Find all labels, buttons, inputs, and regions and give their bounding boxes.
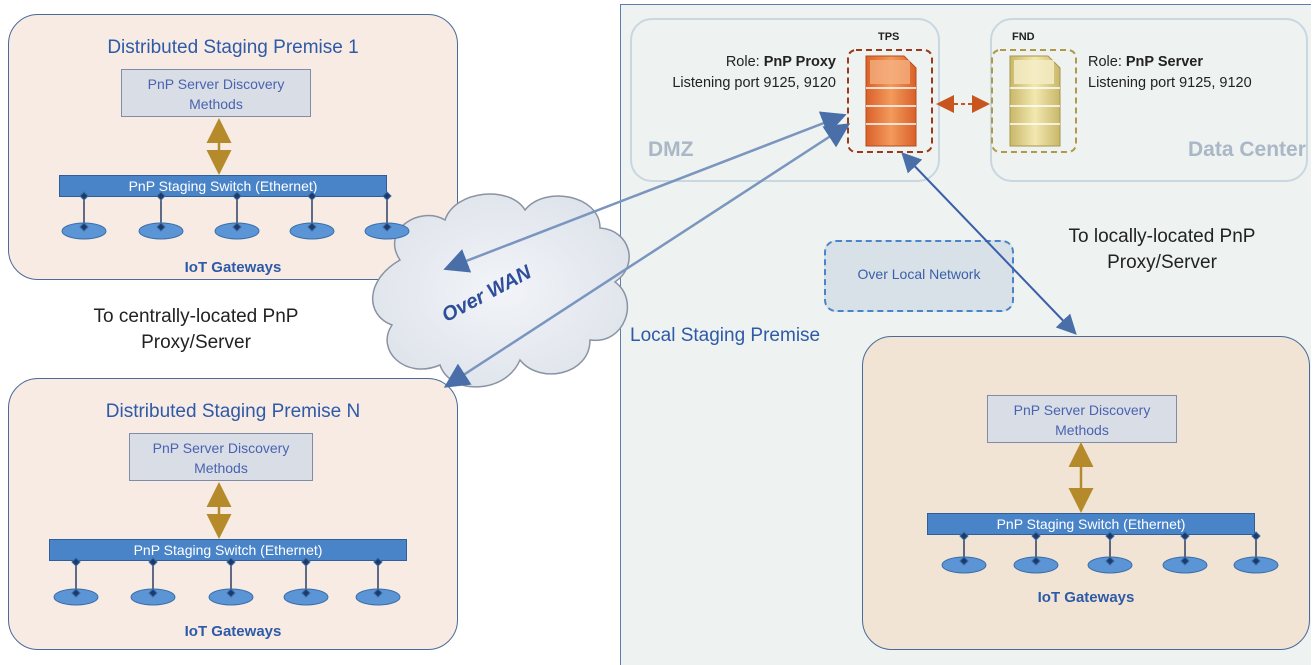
tps-label: TPS — [878, 31, 900, 43]
tps-server-icon — [847, 49, 933, 153]
local-discovery-box: PnP Server Discovery Methods — [987, 395, 1177, 443]
fnd-role-text: Role: PnP Server Listening port 9125, 91… — [1088, 52, 1288, 94]
premise-1-title: Distributed Staging Premise 1 — [107, 37, 359, 58]
tps-role-text: Role: PnP Proxy Listening port 9125, 912… — [640, 52, 836, 94]
fnd-role-prefix: Role: — [1088, 54, 1126, 70]
premise-1-switch: PnP Staging Switch (Ethernet) — [59, 175, 387, 197]
fnd-server-icon — [991, 49, 1077, 153]
fnd-label: FND — [1012, 31, 1035, 43]
premise-n-gateway-group — [53, 557, 401, 606]
wan-link-premise-n — [443, 123, 851, 388]
local-network-link — [901, 152, 1077, 335]
fnd-ports: Listening port 9125, 9120 — [1088, 75, 1252, 91]
premise-n-gateways-label: IoT Gateways — [184, 623, 282, 640]
tps-role-prefix: Role: — [725, 54, 764, 70]
fnd-role-value: PnP Server — [1125, 54, 1204, 70]
datacenter-label: Data Center — [1188, 138, 1306, 161]
local-switch: PnP Staging Switch (Ethernet) — [927, 513, 1255, 535]
premise-1-gateways-label: IoT Gateways — [184, 259, 282, 276]
premise-1-discovery-box: PnP Server Discovery Methods — [121, 69, 311, 117]
local-gateways-label: IoT Gateways — [1037, 589, 1135, 606]
to-central-text: To centrally-located PnP Proxy/Server — [93, 306, 299, 353]
to-local-text: To locally-located PnP Proxy/Server — [1068, 226, 1256, 273]
premise-1-gateway-group — [61, 191, 410, 240]
tps-role-value: PnP Proxy — [763, 54, 836, 70]
premise-n-title: Distributed Staging Premise N — [105, 401, 361, 422]
local-gateway-group — [941, 531, 1279, 574]
tps-ports: Listening port 9125, 9120 — [672, 75, 836, 91]
wan-link-premise-1 — [443, 111, 847, 273]
premise-n-discovery-box: PnP Server Discovery Methods — [129, 433, 313, 481]
